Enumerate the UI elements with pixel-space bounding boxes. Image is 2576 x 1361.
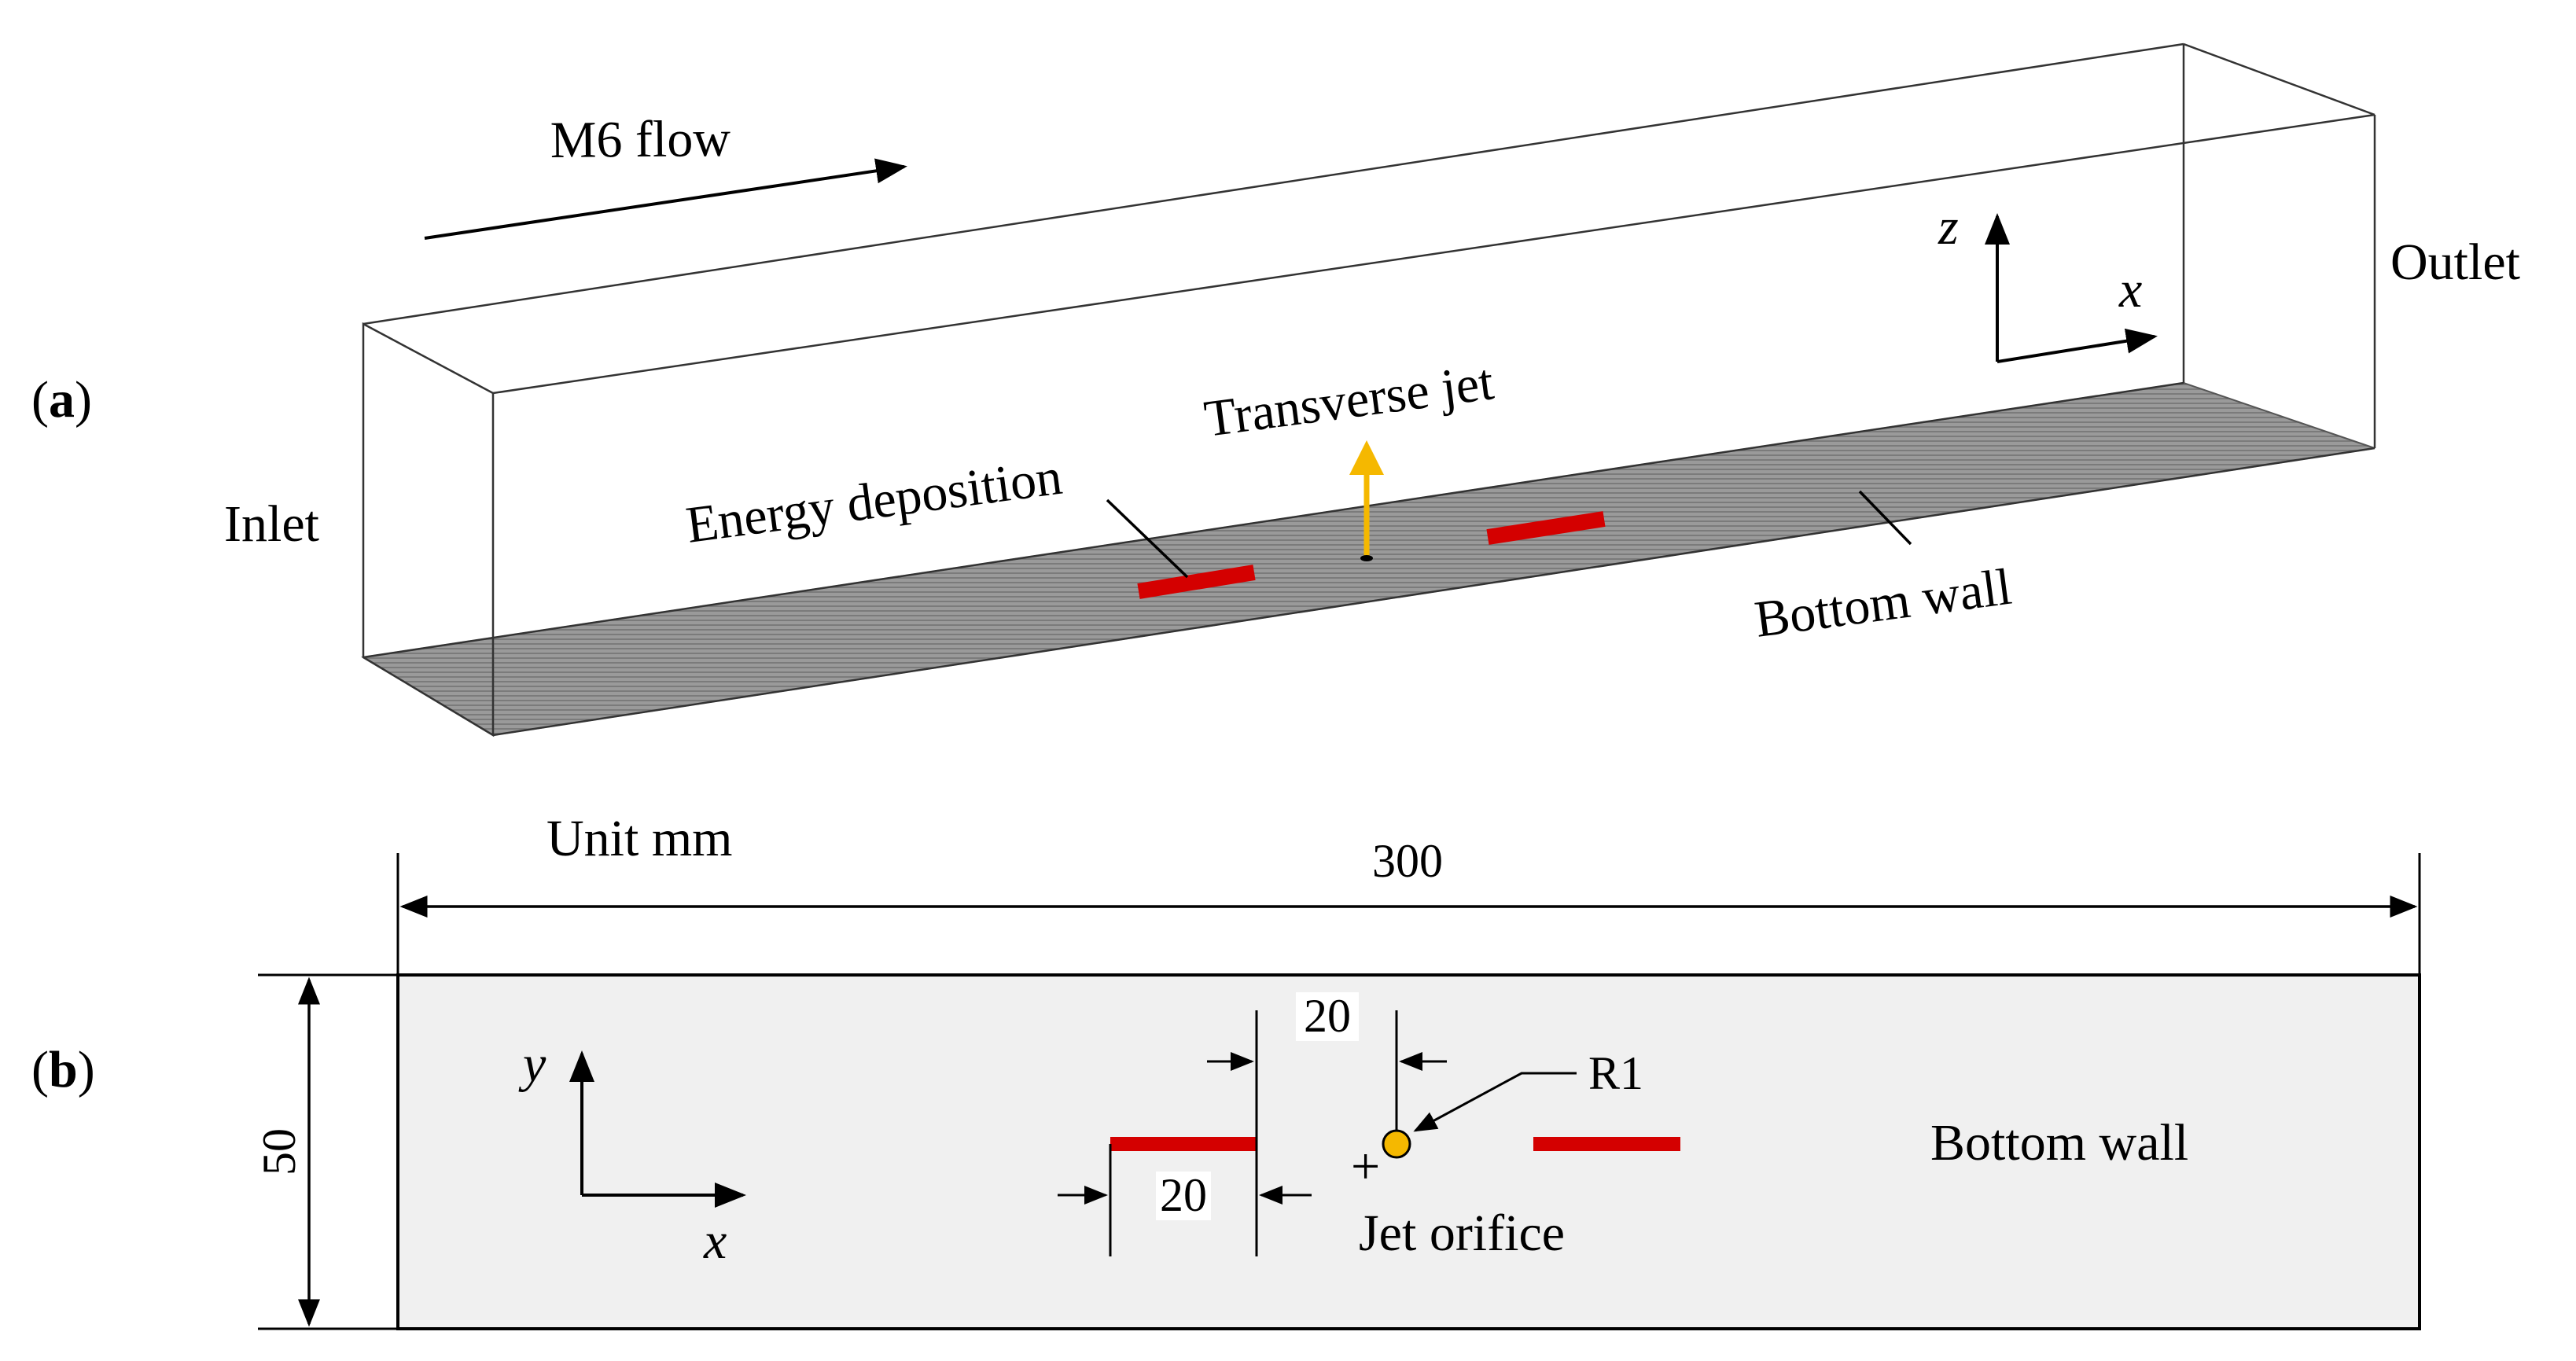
transverse-jet-arrowhead	[1349, 440, 1384, 475]
axis-x-label-b: x	[703, 1212, 727, 1270]
bottom-wall-leader	[1858, 490, 1912, 546]
bottom-back-edge	[362, 381, 2184, 659]
dim-bottom-bg	[1156, 1172, 1211, 1220]
outlet-label: Outlet	[2390, 234, 2520, 291]
axis-y-label: y	[518, 1035, 546, 1093]
outlet-edge-top	[2183, 42, 2375, 116]
energy-deposition-leader	[1106, 498, 1189, 579]
jet-orifice-label: Jet orifice	[1359, 1205, 1565, 1262]
length-value: 300	[1372, 835, 1443, 887]
flow-label: M6 flow	[550, 110, 730, 169]
axis-x-line	[1996, 328, 2158, 363]
dim-bottom-value: 20	[1160, 1169, 1207, 1221]
bottom-wall-label-b: Bottom wall	[1930, 1114, 2188, 1172]
panel-b-tag: (b)	[31, 1041, 95, 1098]
duct-box	[362, 42, 2376, 738]
jet-orifice-dot	[1360, 555, 1373, 561]
dim-top-bg	[1296, 992, 1359, 1041]
energy-deposition-strip-upstream	[1137, 565, 1256, 599]
axes-a: z x	[1938, 198, 2158, 363]
axes-b: y x	[518, 1035, 746, 1270]
width-value: 50	[253, 1128, 305, 1175]
panel-b: (b) Unit mm 300 50 y x 20	[31, 810, 2421, 1330]
jet-orifice-circle	[1382, 1129, 1411, 1159]
top-back-edge	[362, 42, 2184, 326]
energy-deposition-label: Energy deposition	[683, 448, 1065, 554]
bottom-front-edge	[492, 447, 2375, 737]
axis-z-label: z	[1938, 198, 1959, 256]
orifice-center-mark: +	[1351, 1138, 1380, 1195]
inlet-label: Inlet	[224, 495, 319, 553]
energy-deposition-strip-downstream	[1486, 511, 1606, 545]
panel-a: (a) M6 flow Inlet Outlet Ener	[31, 42, 2520, 738]
axis-x-label-a: x	[2118, 261, 2142, 318]
transverse-jet-label: Transverse jet	[1201, 353, 1496, 448]
flow-arrow	[424, 158, 907, 240]
bottom-wall-label-a: Bottom wall	[1751, 558, 2015, 649]
radius-leader	[1413, 1072, 1577, 1132]
top-front-edge	[492, 113, 2375, 395]
panel-a-tag: (a)	[31, 371, 92, 429]
unit-label: Unit mm	[546, 810, 733, 867]
dim-top-value: 20	[1304, 990, 1351, 1042]
radius-label: R1	[1588, 1047, 1643, 1099]
